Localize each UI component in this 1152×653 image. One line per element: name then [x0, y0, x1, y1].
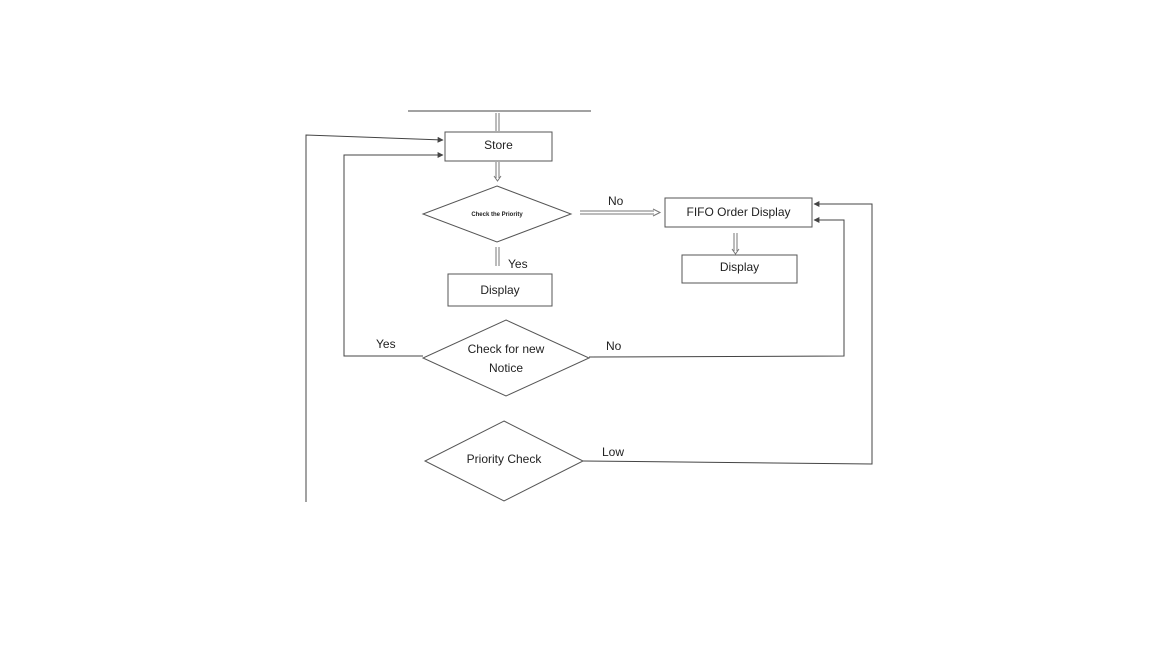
check-priority-decision: Check the Priority [421, 185, 573, 243]
edge-notice-yes-to-store [343, 152, 444, 357]
arrow-input-to-store [495, 113, 500, 131]
arrow-priority-yes-to-display [495, 247, 500, 266]
edge-outer-loop-to-store [305, 134, 444, 502]
priority-check-label: Priority Check [467, 452, 543, 466]
edge-label-priority-yes: Yes [508, 257, 528, 271]
fifo-order-display-label: FIFO Order Display [686, 205, 790, 219]
edge-label-notice-yes: Yes [376, 337, 396, 351]
check-new-notice-label-line2: Notice [489, 361, 523, 375]
edge-priority-low-to-fifo [582, 201, 873, 465]
check-new-notice-label-line1: Check for new [468, 342, 545, 356]
edge-label-priority-no: No [608, 194, 624, 208]
edge-label-priority-low: Low [602, 445, 624, 459]
priority-display-node: Display [447, 273, 553, 307]
check-new-notice-decision: Check for new Notice [421, 319, 591, 397]
priority-check-decision: Priority Check [423, 420, 585, 502]
priority-display-label: Display [480, 283, 519, 297]
store-label: Store [484, 138, 513, 152]
arrow-fifo-to-display [731, 233, 740, 255]
edge-notice-no-to-fifo [588, 217, 845, 358]
fifo-display-label: Display [720, 260, 759, 274]
fifo-order-display-node: FIFO Order Display [664, 197, 813, 228]
fifo-display-node: Display [681, 254, 798, 284]
arrow-priority-no-to-fifo [580, 208, 662, 217]
store-node: Store [444, 131, 553, 162]
arrow-store-to-check-priority [493, 162, 502, 182]
check-priority-label: Check the Priority [471, 212, 523, 218]
edge-label-notice-no: No [606, 339, 622, 353]
